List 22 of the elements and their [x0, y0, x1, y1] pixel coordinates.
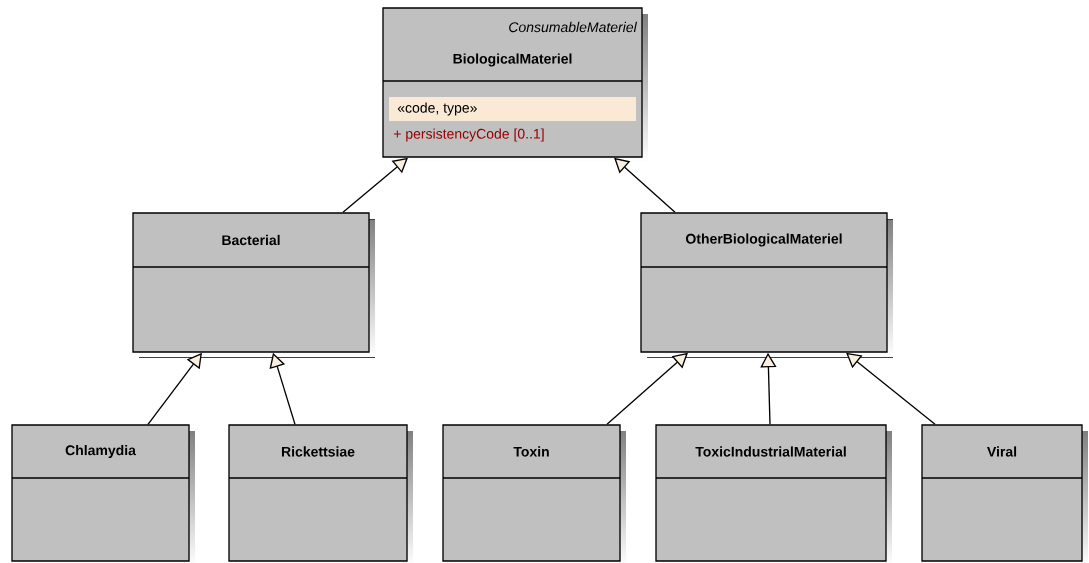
- class-box: [228, 424, 413, 563]
- class-box: [132, 212, 375, 358]
- tag-band: «code, type»: [389, 97, 636, 121]
- class-name: Toxin: [513, 446, 549, 457]
- class-box: [11, 424, 195, 563]
- stereotype: ConsumableMateriel: [509, 21, 638, 33]
- generalization-arrow: [342, 157, 408, 213]
- generalization-arrow: [606, 352, 688, 425]
- class-name: Viral: [987, 446, 1017, 457]
- class-name: OtherBiologicalMateriel: [686, 233, 842, 247]
- class-name: BiologicalMateriel: [453, 53, 572, 67]
- class-box: [640, 212, 893, 358]
- generalization-arrow: [846, 352, 936, 425]
- class-name: Bacterial: [222, 234, 280, 246]
- attribute: + persistencyCode [0..1]: [393, 128, 544, 142]
- class-name: ToxicIndustrialMaterial: [695, 446, 846, 457]
- class-box: [655, 424, 892, 563]
- generalization-arrow: [614, 157, 676, 213]
- class-box: [442, 424, 626, 563]
- class-name: Rickettsiae: [282, 446, 355, 457]
- class-name: Chlamydia: [65, 444, 136, 458]
- class-box: [921, 424, 1088, 563]
